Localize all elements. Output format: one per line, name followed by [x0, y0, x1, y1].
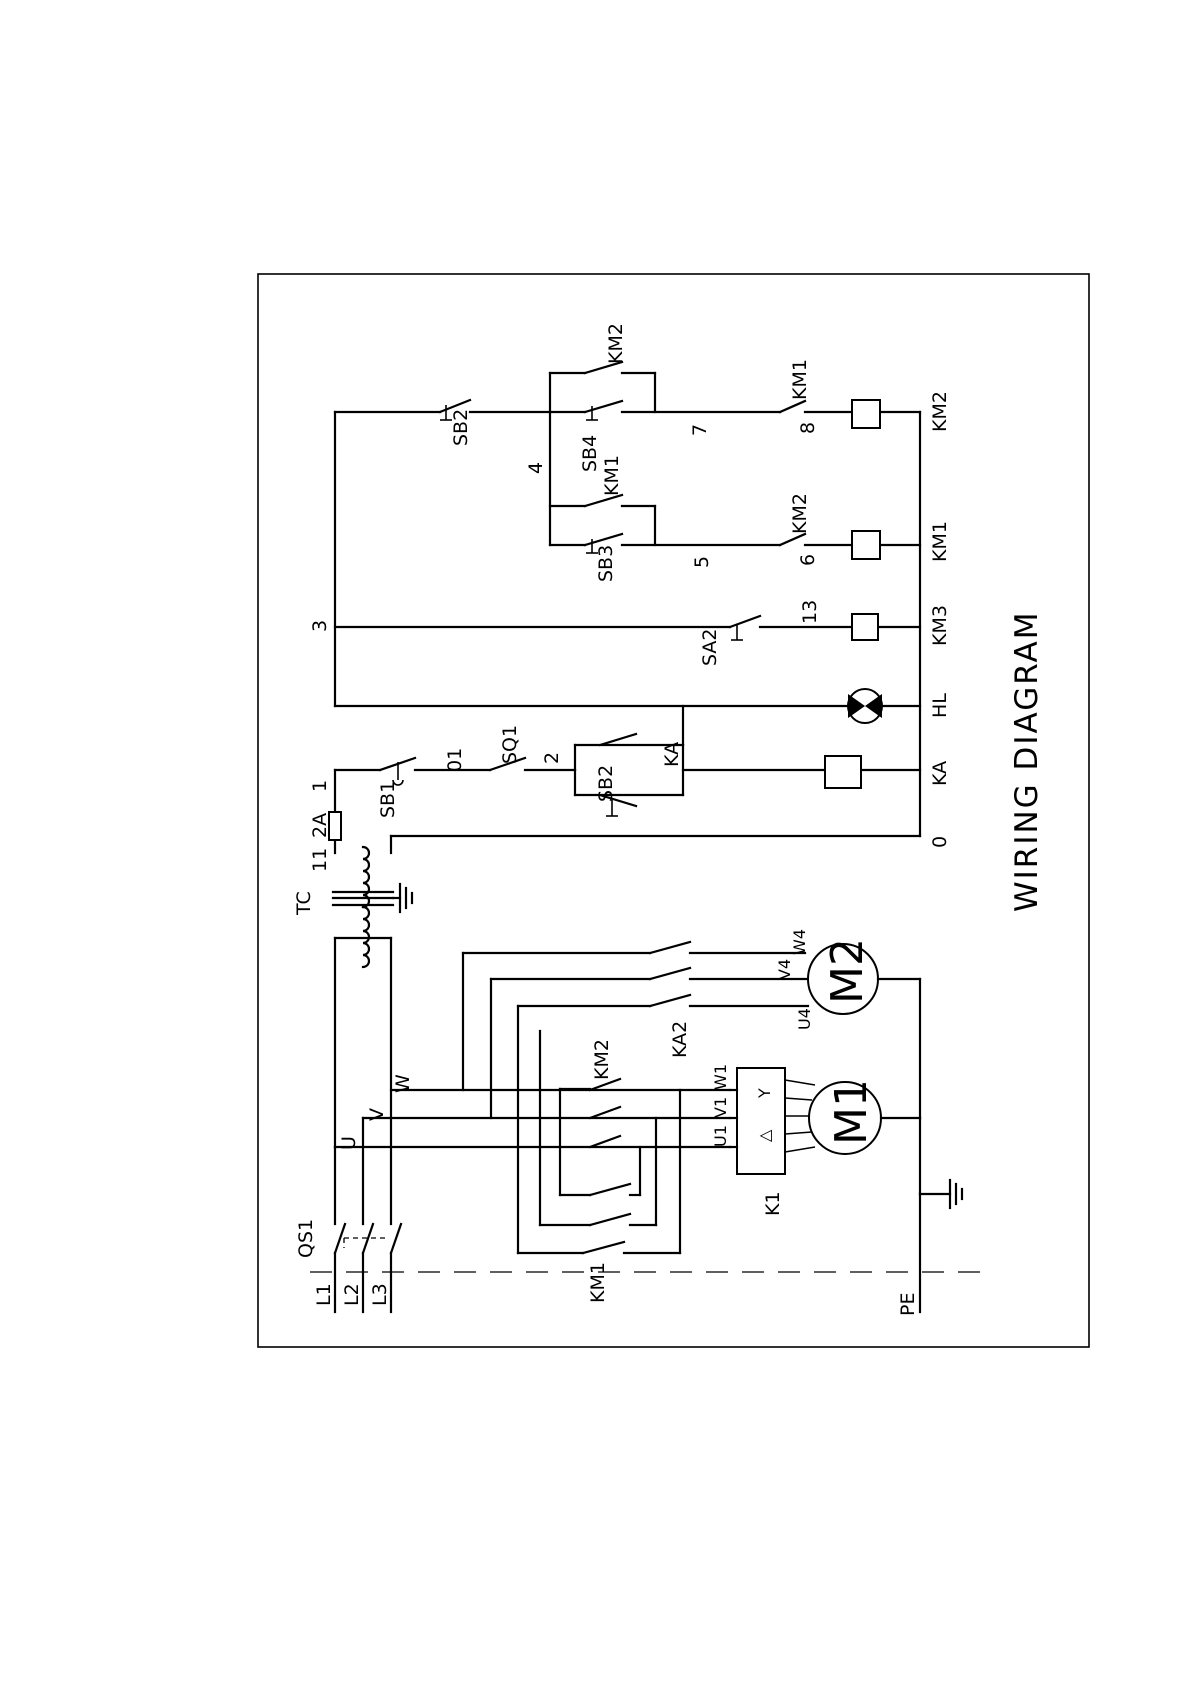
label-4: 4	[525, 462, 547, 474]
label-11: 11	[309, 848, 331, 872]
label-fuse-2a: 2A	[309, 813, 331, 838]
label-sb2-control: SB2	[595, 765, 617, 802]
label-coil-km1: KM1	[929, 521, 951, 562]
label-sb1: SB1	[377, 781, 399, 818]
label-u: U	[338, 1136, 360, 1150]
label-star: Y	[755, 1088, 774, 1099]
label-1: 1	[309, 780, 331, 792]
label-hl: HL	[929, 693, 951, 718]
power-section	[310, 938, 990, 1312]
labels-motor: KM1 KM2 KA2 K1 U1 V1 W1 U4 V4 W4 M1 M2 △…	[587, 929, 877, 1303]
label-sb4: SB4	[579, 435, 601, 472]
label-3: 3	[309, 620, 331, 632]
label-coil-km2: KM2	[929, 391, 951, 432]
transformer-tc	[333, 770, 920, 967]
label-v1: V1	[711, 1097, 730, 1118]
label-w1: W1	[711, 1064, 730, 1090]
coil-ka	[825, 756, 861, 788]
label-v4: V4	[775, 959, 794, 980]
label-ka2-contacts: KA2	[669, 1021, 691, 1058]
label-13: 13	[799, 600, 821, 624]
label-u1: U1	[711, 1125, 730, 1147]
label-m1: M1	[826, 1079, 877, 1145]
label-5: 5	[691, 556, 713, 568]
labels-transformer: TC 11 2A 1	[293, 780, 331, 916]
label-delta: △	[755, 1129, 774, 1142]
label-2: 2	[541, 752, 563, 764]
label-8: 8	[797, 422, 819, 434]
k1-starter-box	[737, 1068, 785, 1174]
labels-coils: 0 KA HL KM3 KM1 KM2	[929, 391, 951, 848]
label-km2-aux: KM2	[605, 323, 627, 364]
label-01: 01	[444, 748, 466, 772]
label-km1-contacts: KM1	[587, 1262, 609, 1303]
label-l3: L3	[369, 1283, 391, 1306]
label-pe: PE	[897, 1293, 919, 1316]
coil-km2	[852, 400, 880, 428]
label-sa2: SA2	[699, 629, 721, 667]
label-k1: K1	[762, 1191, 784, 1216]
coil-km3	[852, 614, 878, 640]
label-m2: M2	[822, 938, 873, 1004]
diagram-title: WIRING DIAGRAM	[1009, 611, 1045, 912]
label-l1: L1	[313, 1283, 335, 1306]
label-km1-interlock: KM1	[789, 359, 811, 400]
label-km2-interlock: KM2	[789, 493, 811, 534]
label-coil-km3: KM3	[929, 605, 951, 646]
label-ka-contact: KA	[661, 742, 683, 767]
label-w4: W4	[790, 929, 809, 955]
label-6: 6	[797, 554, 819, 566]
label-7: 7	[689, 424, 711, 436]
label-km2-contacts: KM2	[591, 1039, 613, 1080]
label-coil-ka: KA	[929, 761, 951, 786]
label-w: W	[392, 1074, 414, 1093]
label-l2: L2	[341, 1283, 363, 1306]
label-u4: U4	[795, 1008, 814, 1030]
label-sq1: SQ1	[499, 725, 521, 764]
label-sb2-start: SB2	[450, 409, 472, 446]
label-sb3: SB3	[595, 545, 617, 582]
label-0: 0	[929, 836, 951, 848]
label-km1-aux: KM1	[601, 455, 623, 496]
labels-control: SB1 01 SQ1 2 SB2 KA 3 SA2 13 SB3 KM1 5 K…	[309, 323, 821, 818]
label-v: V	[366, 1108, 388, 1121]
control-section	[329, 362, 920, 840]
label-tc: TC	[293, 891, 315, 916]
coil-km1	[852, 531, 880, 559]
label-qs1: QS1	[295, 1219, 317, 1258]
